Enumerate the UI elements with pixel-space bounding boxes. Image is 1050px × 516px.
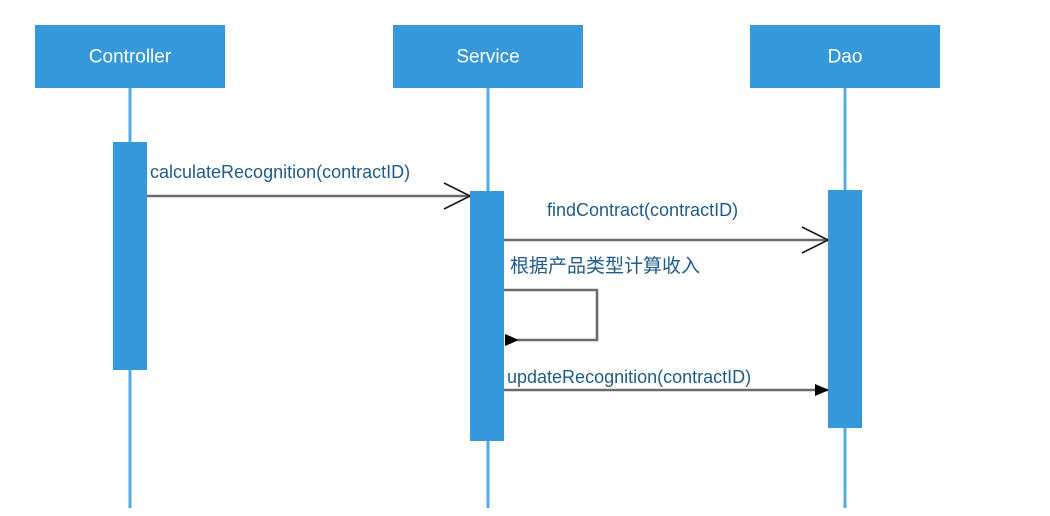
participant-label-controller: Controller	[89, 47, 172, 68]
message-label: calculateRecognition(contractID)	[150, 162, 410, 182]
activation-bar-dao[interactable]	[828, 190, 862, 428]
message-label: 根据产品类型计算收入	[510, 255, 700, 277]
message-msg-calculate-recognition[interactable]: calculateRecognition(contractID)	[147, 162, 471, 210]
activation-bar-service[interactable]	[470, 191, 504, 441]
participant-dao[interactable]: Dao	[750, 25, 940, 88]
message-label: findContract(contractID)	[547, 200, 738, 220]
message-arrowhead-open	[443, 182, 471, 210]
participant-box-service	[393, 25, 583, 88]
message-msg-self-calculate-revenue[interactable]: 根据产品类型计算收入	[504, 255, 700, 346]
participant-label-dao: Dao	[828, 47, 863, 68]
message-msg-update-recognition[interactable]: updateRecognition(contractID)	[504, 367, 829, 396]
participants-layer: Controller Service Dao	[35, 25, 940, 88]
participant-label-service: Service	[456, 47, 519, 68]
participant-service[interactable]: Service	[393, 25, 583, 88]
message-self-loop-path	[504, 288, 599, 346]
participant-controller[interactable]: Controller	[35, 25, 225, 88]
messages-layer: calculateRecognition(contractID) findCont…	[147, 162, 829, 396]
activation-bar-controller[interactable]	[113, 142, 147, 370]
participant-box-dao	[750, 25, 940, 88]
message-arrowhead-open	[801, 226, 829, 254]
activations-layer	[113, 142, 862, 441]
message-msg-find-contract[interactable]: findContract(contractID)	[504, 200, 829, 254]
message-label: updateRecognition(contractID)	[507, 367, 751, 387]
participant-box-controller	[35, 25, 225, 88]
